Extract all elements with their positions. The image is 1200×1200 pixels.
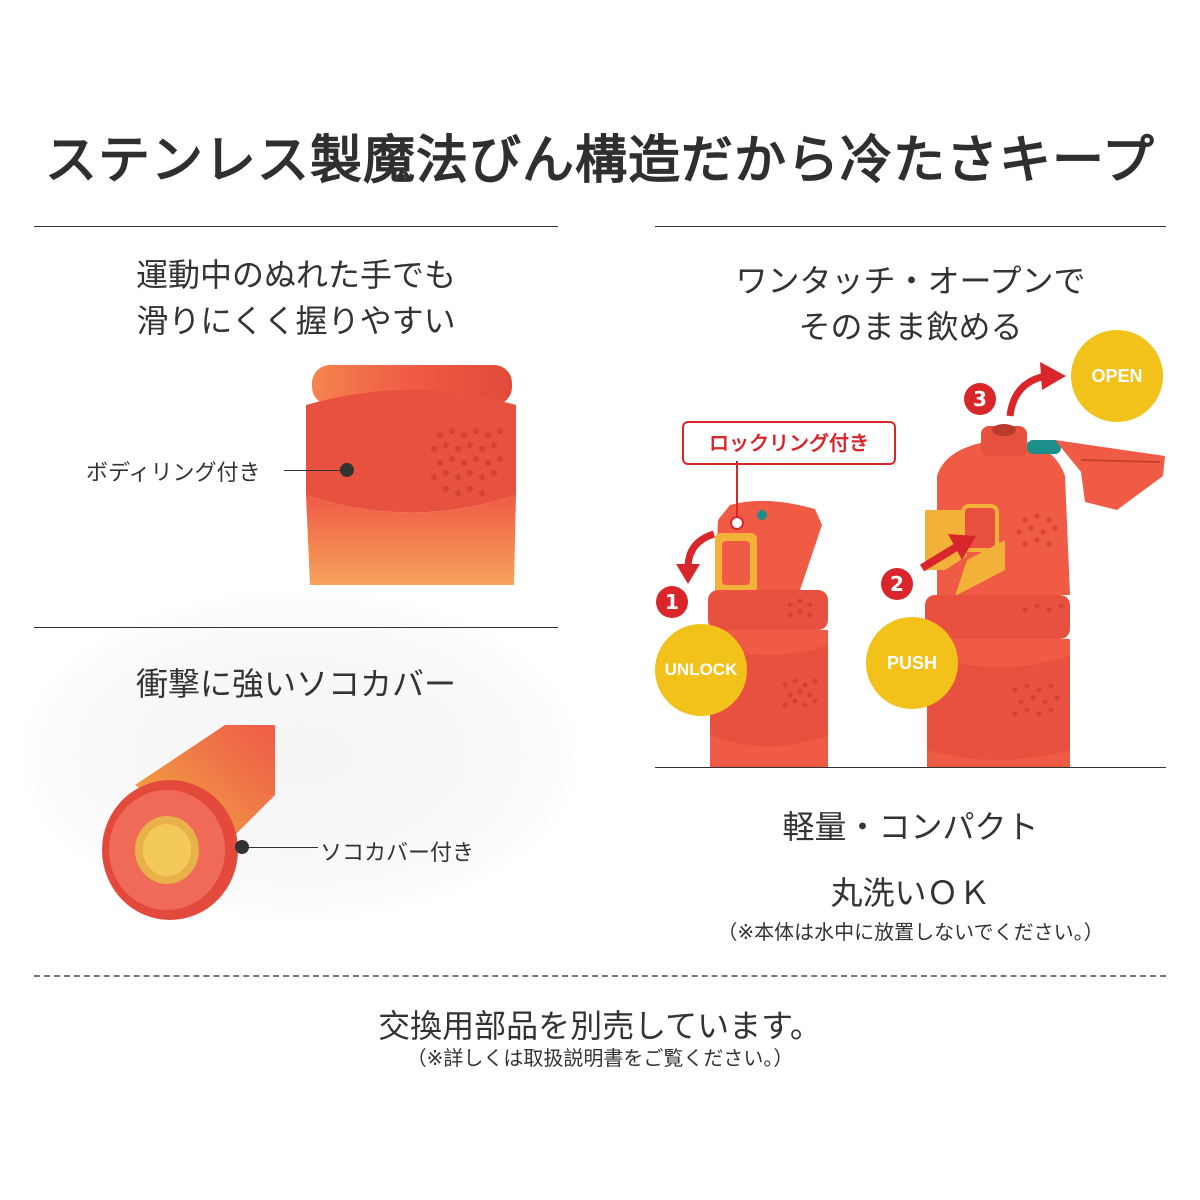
open-arrow-icon — [1006, 362, 1066, 417]
push-arrow-icon — [919, 534, 976, 572]
bottle-body-ring-image — [306, 365, 516, 585]
feature-light: 軽量・コンパクト — [782, 808, 1039, 846]
parts-note: （※詳しくは取扱説明書をご覧ください。） — [406, 1046, 794, 1070]
unlock-arrow-icon — [676, 530, 716, 584]
page-title: ステンレス製魔法びん構造だから冷たさキープ — [45, 131, 1155, 191]
bottom-cover-dot — [235, 840, 249, 854]
divider-ground-right — [655, 767, 1166, 768]
step-3-number: 3 — [973, 387, 987, 411]
dashed-divider — [34, 975, 1166, 977]
feature-washable: 丸洗いＯＫ — [830, 874, 991, 912]
step-2-number: 2 — [890, 572, 904, 596]
lock-ring-label: ロックリング付き — [682, 421, 896, 465]
parts-line: 交換用部品を別売しています。 — [378, 1007, 822, 1045]
step-1-badge: UNLOCK — [655, 624, 747, 716]
step-2-number-icon — [881, 568, 913, 600]
step-2-badge: PUSH — [866, 617, 958, 709]
bottom-cover-callout: ソコカバー付き — [320, 841, 475, 866]
body-ring-leader — [284, 470, 344, 471]
divider-mid-left — [34, 627, 558, 628]
divider-top-right — [655, 226, 1166, 227]
step-3-badge: OPEN — [1071, 330, 1163, 422]
one-touch-heading: ワンタッチ・オープンで そのまま飲める — [735, 262, 1086, 346]
bottom-cover-leader — [248, 847, 318, 848]
feature-washable-note: （※本体は水中に放置しないでください。） — [717, 920, 1104, 944]
bottom-cover-heading: 衝撃に強いソコカバー — [135, 665, 456, 703]
body-ring-dot — [340, 463, 354, 477]
bottle-bottom-cover-image — [102, 725, 275, 920]
step-1-number-icon — [656, 586, 688, 618]
step-1-number: 1 — [665, 590, 679, 614]
lock-ring-leader — [730, 461, 744, 530]
divider-top-left — [34, 226, 558, 227]
body-ring-callout: ボディリング付き — [86, 461, 261, 486]
step-3-number-icon — [964, 383, 996, 415]
grip-heading: 運動中のぬれた手でも 滑りにくく握りやすい — [135, 256, 456, 340]
bottle-open-image — [925, 424, 1165, 767]
